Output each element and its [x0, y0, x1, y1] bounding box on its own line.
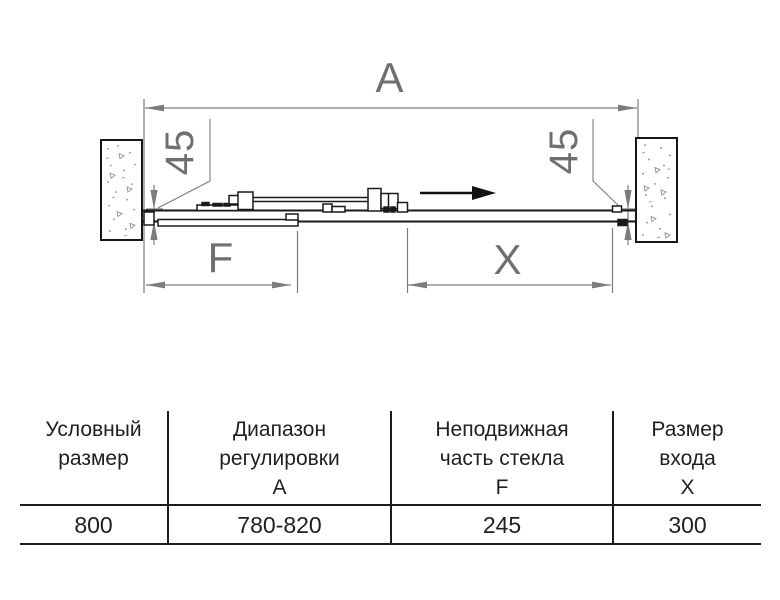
value-entry-size: 300	[614, 506, 761, 545]
header-line: размер	[58, 447, 129, 470]
col-header-nominal-size: Условный размер	[20, 411, 169, 506]
drawing-canvas	[143, 99, 639, 293]
stipple-dots	[642, 144, 671, 236]
header-line: Условный	[45, 418, 142, 441]
sliding-glass-lines	[240, 196, 372, 203]
roller-foot	[390, 206, 396, 213]
dimension-arrowheads	[145, 104, 637, 289]
dimension-label-a: A	[375, 54, 405, 101]
fixed-glass-bar	[157, 218, 299, 227]
leader-45-right	[592, 119, 621, 208]
arrowhead	[624, 190, 632, 209]
spec-table: Условный размер Диапазон регулировки А Н…	[20, 411, 761, 545]
header-line: Диапазон	[232, 418, 327, 441]
wall-left	[100, 139, 143, 241]
col-header-entry-size: Размер входа Х	[614, 411, 761, 506]
leader-45-left	[157, 119, 211, 209]
col-header-adjustment-range: Диапазон регулировки А	[169, 411, 392, 506]
value-adjustment-range: 780-820	[169, 506, 392, 545]
clamp-tooth	[212, 202, 223, 207]
roller-foot	[383, 206, 390, 213]
wall-stipple	[105, 145, 136, 237]
slider-mechanism	[196, 187, 409, 213]
arrowhead	[624, 221, 632, 240]
dimension-label-45-right: 45	[542, 127, 586, 175]
wall-stipple	[641, 144, 671, 239]
arrowhead	[145, 104, 164, 112]
clamp-tooth	[201, 201, 210, 207]
header-line: часть стекла	[439, 447, 565, 470]
wall-bracket-right	[611, 205, 623, 213]
arrowhead	[272, 281, 291, 289]
value-fixed-glass: 245	[392, 506, 614, 545]
header-line: входа	[659, 447, 716, 470]
roller-right-small	[396, 201, 409, 213]
dimension-label-f: F	[207, 234, 235, 281]
arrowhead	[408, 281, 427, 289]
wall-bracket-right-foot	[617, 218, 628, 227]
fixed-glass-panel	[143, 205, 628, 227]
header-line: Неподвижная	[435, 418, 569, 441]
header-line: А	[272, 476, 287, 499]
header-line: Размер	[651, 418, 724, 441]
slide-direction-arrow-icon	[420, 186, 496, 200]
stipple-dots	[107, 145, 136, 233]
stipple-dashes	[105, 157, 128, 237]
stipple-triangles	[643, 166, 671, 239]
dimension-label-x: X	[493, 236, 523, 283]
roller-right-tall	[367, 187, 382, 212]
arrowhead	[150, 221, 158, 240]
arrow-head	[472, 186, 496, 200]
header-line: F	[495, 476, 509, 499]
col-header-fixed-glass: Неподвижная часть стекла F	[392, 411, 614, 506]
dimension-label-45-left: 45	[158, 128, 202, 176]
stipple-dashes	[641, 151, 671, 239]
header-line: Х	[680, 476, 695, 499]
technical-drawing: A F X 45 45	[100, 54, 678, 293]
mid-bracket-plate	[331, 205, 346, 213]
value-nominal-size: 800	[20, 506, 169, 545]
mid-bracket	[322, 203, 333, 213]
stipple-triangles	[109, 153, 136, 229]
wall-right	[635, 137, 678, 243]
arrowhead	[146, 281, 165, 289]
roller-left-big	[237, 191, 254, 211]
header-line: регулировки	[219, 447, 340, 470]
arrowhead	[150, 190, 158, 209]
arrowhead	[618, 104, 637, 112]
fixed-glass-notch	[285, 213, 299, 221]
wall-bracket-left	[143, 211, 155, 226]
arrowhead	[592, 281, 611, 289]
